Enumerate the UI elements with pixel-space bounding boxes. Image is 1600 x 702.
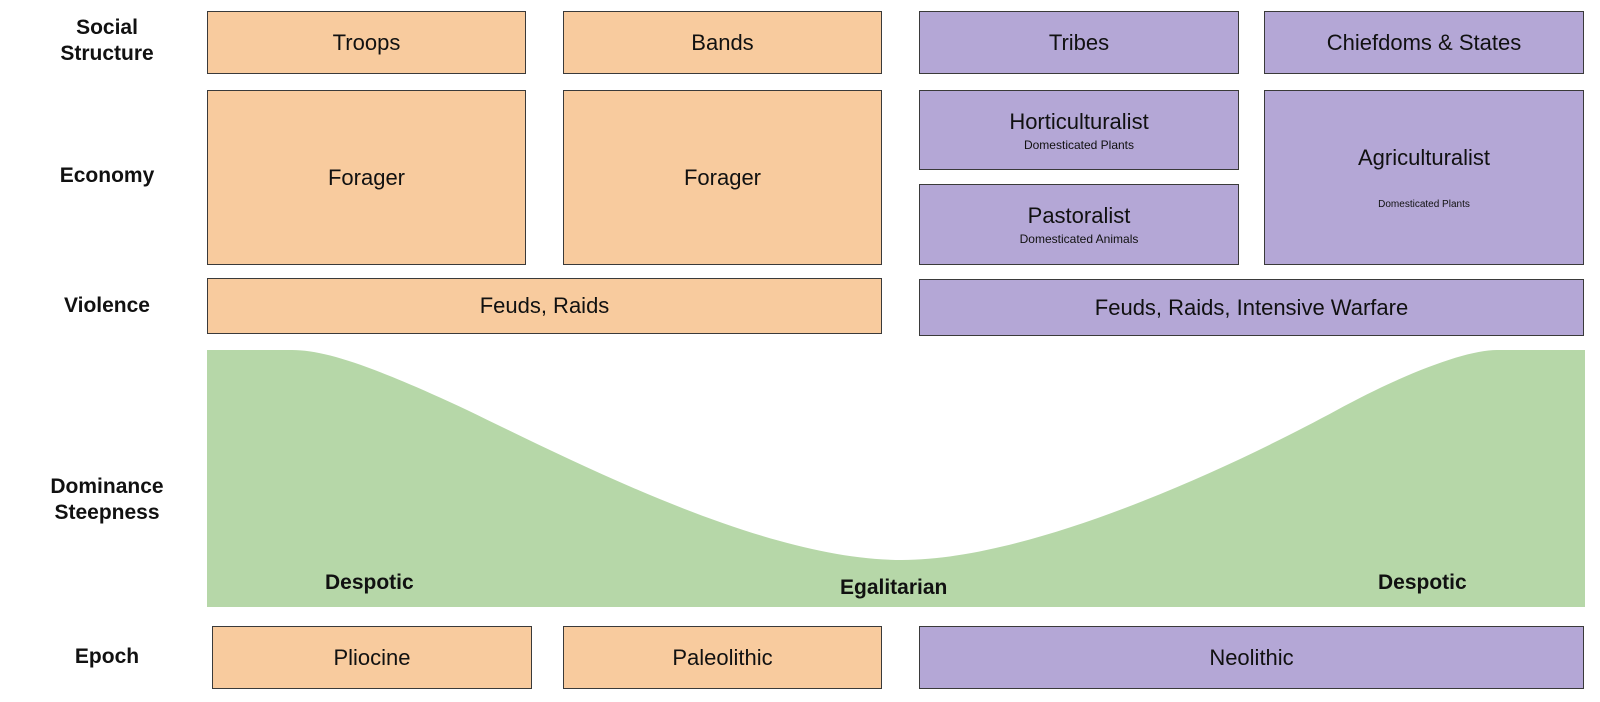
epoch-pliocine-label: Pliocine (333, 644, 411, 670)
violence-agricultural-box: Feuds, Raids, Intensive Warfare (919, 279, 1584, 336)
dominance-steepness-area (207, 350, 1585, 607)
economy-forager-label-2: Forager (683, 164, 762, 190)
economy-pastoralist-box: Pastoralist Domesticated Animals (919, 184, 1239, 265)
dominance-label-despotic-right: Despotic (1378, 571, 1467, 595)
epoch-neolithic-label: Neolithic (1209, 644, 1294, 670)
violence-pre-agricultural-label: Feuds, Raids (479, 293, 610, 318)
economy-horticulturalist-label: Horticulturalist (1009, 108, 1149, 134)
epoch-pliocine-box: Pliocine (212, 626, 532, 689)
violence-agricultural-label: Feuds, Raids, Intensive Warfare (1094, 294, 1409, 320)
social-tribes-box: Tribes (919, 11, 1239, 74)
violence-pre-agricultural-box: Feuds, Raids (207, 278, 882, 334)
economy-agriculturalist-box: Agriculturalist Domesticated Plants (1264, 90, 1584, 265)
economy-pastoralist-label: Pastoralist (1027, 203, 1131, 228)
dominance-label-egalitarian: Egalitarian (840, 576, 947, 600)
dominance-curve-fill (207, 350, 1585, 607)
row-label-economy: Economy (17, 163, 197, 189)
economy-forager-label-1: Forager (327, 164, 406, 190)
row-label-economy-text: Economy (59, 164, 155, 187)
epoch-neolithic-box: Neolithic (919, 626, 1584, 689)
row-label-violence: Violence (17, 293, 197, 319)
social-troops-label: Troops (332, 29, 401, 55)
epoch-paleolithic-box: Paleolithic (563, 626, 882, 689)
dominance-label-egalitarian-text: Egalitarian (840, 576, 948, 599)
economy-pastoralist-subtitle: Domesticated Animals (1019, 232, 1139, 246)
dominance-label-despotic-right-text: Despotic (1378, 571, 1467, 594)
social-chiefdoms-label: Chiefdoms & States (1326, 29, 1522, 55)
epoch-paleolithic-label: Paleolithic (672, 644, 773, 670)
dominance-label-despotic-left: Despotic (325, 571, 414, 595)
economy-horticulturalist-subtitle: Domesticated Plants (1023, 137, 1135, 152)
economy-forager-box-2: Forager (563, 90, 882, 265)
dominance-label-despotic-left-text: Despotic (325, 571, 414, 594)
row-label-epoch: Epoch (17, 644, 197, 670)
social-bands-label: Bands (691, 29, 754, 55)
economy-agriculturalist-subtitle: Domesticated Plants (1378, 199, 1470, 210)
social-tribes-label: Tribes (1048, 29, 1110, 55)
economy-agriculturalist-label: Agriculturalist (1357, 145, 1491, 170)
economy-forager-box-1: Forager (207, 90, 526, 265)
row-label-epoch-text: Epoch (74, 645, 140, 668)
social-troops-box: Troops (207, 11, 526, 74)
social-chiefdoms-box: Chiefdoms & States (1264, 11, 1584, 74)
row-label-violence-text: Violence (64, 294, 150, 317)
economy-horticulturalist-box: Horticulturalist Domesticated Plants (919, 90, 1239, 170)
social-bands-box: Bands (563, 11, 882, 74)
